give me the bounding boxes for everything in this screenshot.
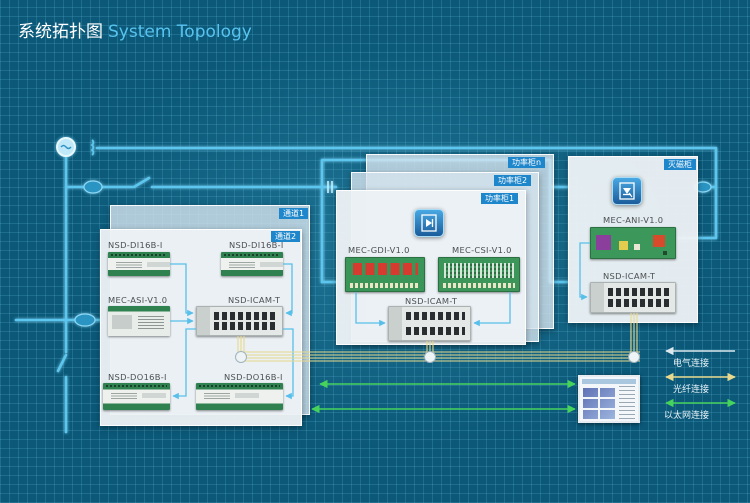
monitor-icon bbox=[578, 375, 640, 423]
digital-output-module bbox=[103, 383, 170, 410]
analog-sampling-module bbox=[108, 306, 170, 336]
module-label: NSD-DO16B-I bbox=[224, 372, 283, 382]
fiber-riser-right bbox=[630, 313, 638, 358]
module-label: MEC-ANI-V1.0 bbox=[603, 215, 664, 225]
thyristor-gate bbox=[628, 192, 633, 198]
fiber-hub-middle bbox=[424, 351, 436, 363]
coil-icon bbox=[90, 139, 95, 156]
link-gdi-to-icam bbox=[355, 292, 386, 327]
link-di-right-to-icam bbox=[283, 263, 293, 317]
link-csi-to-icam bbox=[473, 292, 511, 327]
module-label: NSD-DO16B-I bbox=[108, 372, 167, 382]
link-ani-to-icam bbox=[579, 242, 590, 301]
rectifier-icon bbox=[414, 209, 444, 237]
power-cabinet-2-tag: 功率柜2 bbox=[494, 175, 532, 186]
thyristor-icon-glyph bbox=[619, 182, 635, 200]
module-label: NSD-ICAM-T bbox=[228, 295, 281, 305]
communication-module bbox=[388, 306, 471, 341]
power-cabinet-n-tag: 功率柜n bbox=[508, 157, 546, 168]
digital-input-module bbox=[221, 252, 283, 276]
title-chinese: 系统拓扑图 bbox=[18, 22, 103, 42]
module-label: MEC-ASI-V1.0 bbox=[108, 295, 168, 305]
monitor-list bbox=[619, 386, 635, 419]
rectifier-frame bbox=[421, 214, 437, 232]
thyristor-icon bbox=[612, 177, 642, 205]
fiber-hub-right bbox=[628, 351, 640, 363]
legend-fiber-label: 光纤连接 bbox=[673, 385, 710, 395]
digital-input-module bbox=[108, 252, 170, 276]
transformer-wave-icon bbox=[60, 144, 72, 150]
module-label: NSD-ICAM-T bbox=[405, 296, 458, 306]
module-label: NSD-ICAM-T bbox=[603, 271, 656, 281]
module-link-group bbox=[170, 242, 590, 400]
field-input-node bbox=[74, 313, 96, 327]
bus-node-left bbox=[83, 180, 103, 194]
channel-cabinet-2-tag: 通道2 bbox=[271, 231, 301, 242]
current-sampling-module bbox=[438, 257, 520, 292]
communication-module bbox=[590, 282, 676, 313]
fiber-bundle bbox=[237, 313, 640, 362]
power-bus-coupler-icon bbox=[327, 181, 333, 193]
de-excitation-cabinet-tag: 灭磁柜 bbox=[664, 159, 696, 170]
module-label: MEC-CSI-V1.0 bbox=[452, 245, 512, 255]
link-di-left-to-icam bbox=[170, 263, 194, 317]
link-icam-to-do-left bbox=[172, 328, 196, 400]
left-switch-blade bbox=[56, 353, 68, 373]
digital-output-module bbox=[196, 383, 283, 410]
link-icam-to-do-right bbox=[283, 328, 294, 400]
rectifier-diode bbox=[426, 219, 432, 227]
monitor-thumbnails bbox=[583, 386, 617, 419]
fiber-hub-left bbox=[235, 351, 247, 363]
title-english: System Topology bbox=[108, 22, 252, 42]
legend-electrical-label: 电气连接 bbox=[673, 359, 710, 369]
monitor-title-bar bbox=[582, 379, 636, 384]
module-label: MEC-GDI-V1.0 bbox=[348, 245, 410, 255]
thyristor-diode bbox=[623, 188, 631, 194]
channel-cabinet-1-tag: 通道1 bbox=[279, 208, 309, 219]
breaker-blade bbox=[132, 176, 151, 189]
gate-drive-module bbox=[345, 257, 425, 292]
communication-module bbox=[196, 306, 283, 336]
thyristor-frame bbox=[619, 182, 635, 200]
analog-input-module bbox=[590, 227, 676, 259]
power-cabinet-1-tag: 功率柜1 bbox=[481, 193, 519, 204]
legend-ethernet-label: 以太网连接 bbox=[664, 411, 710, 421]
rectifier-icon-glyph bbox=[421, 214, 437, 232]
module-label: NSD-DI16B-I bbox=[229, 240, 284, 250]
module-label: NSD-DI16B-I bbox=[108, 240, 163, 250]
